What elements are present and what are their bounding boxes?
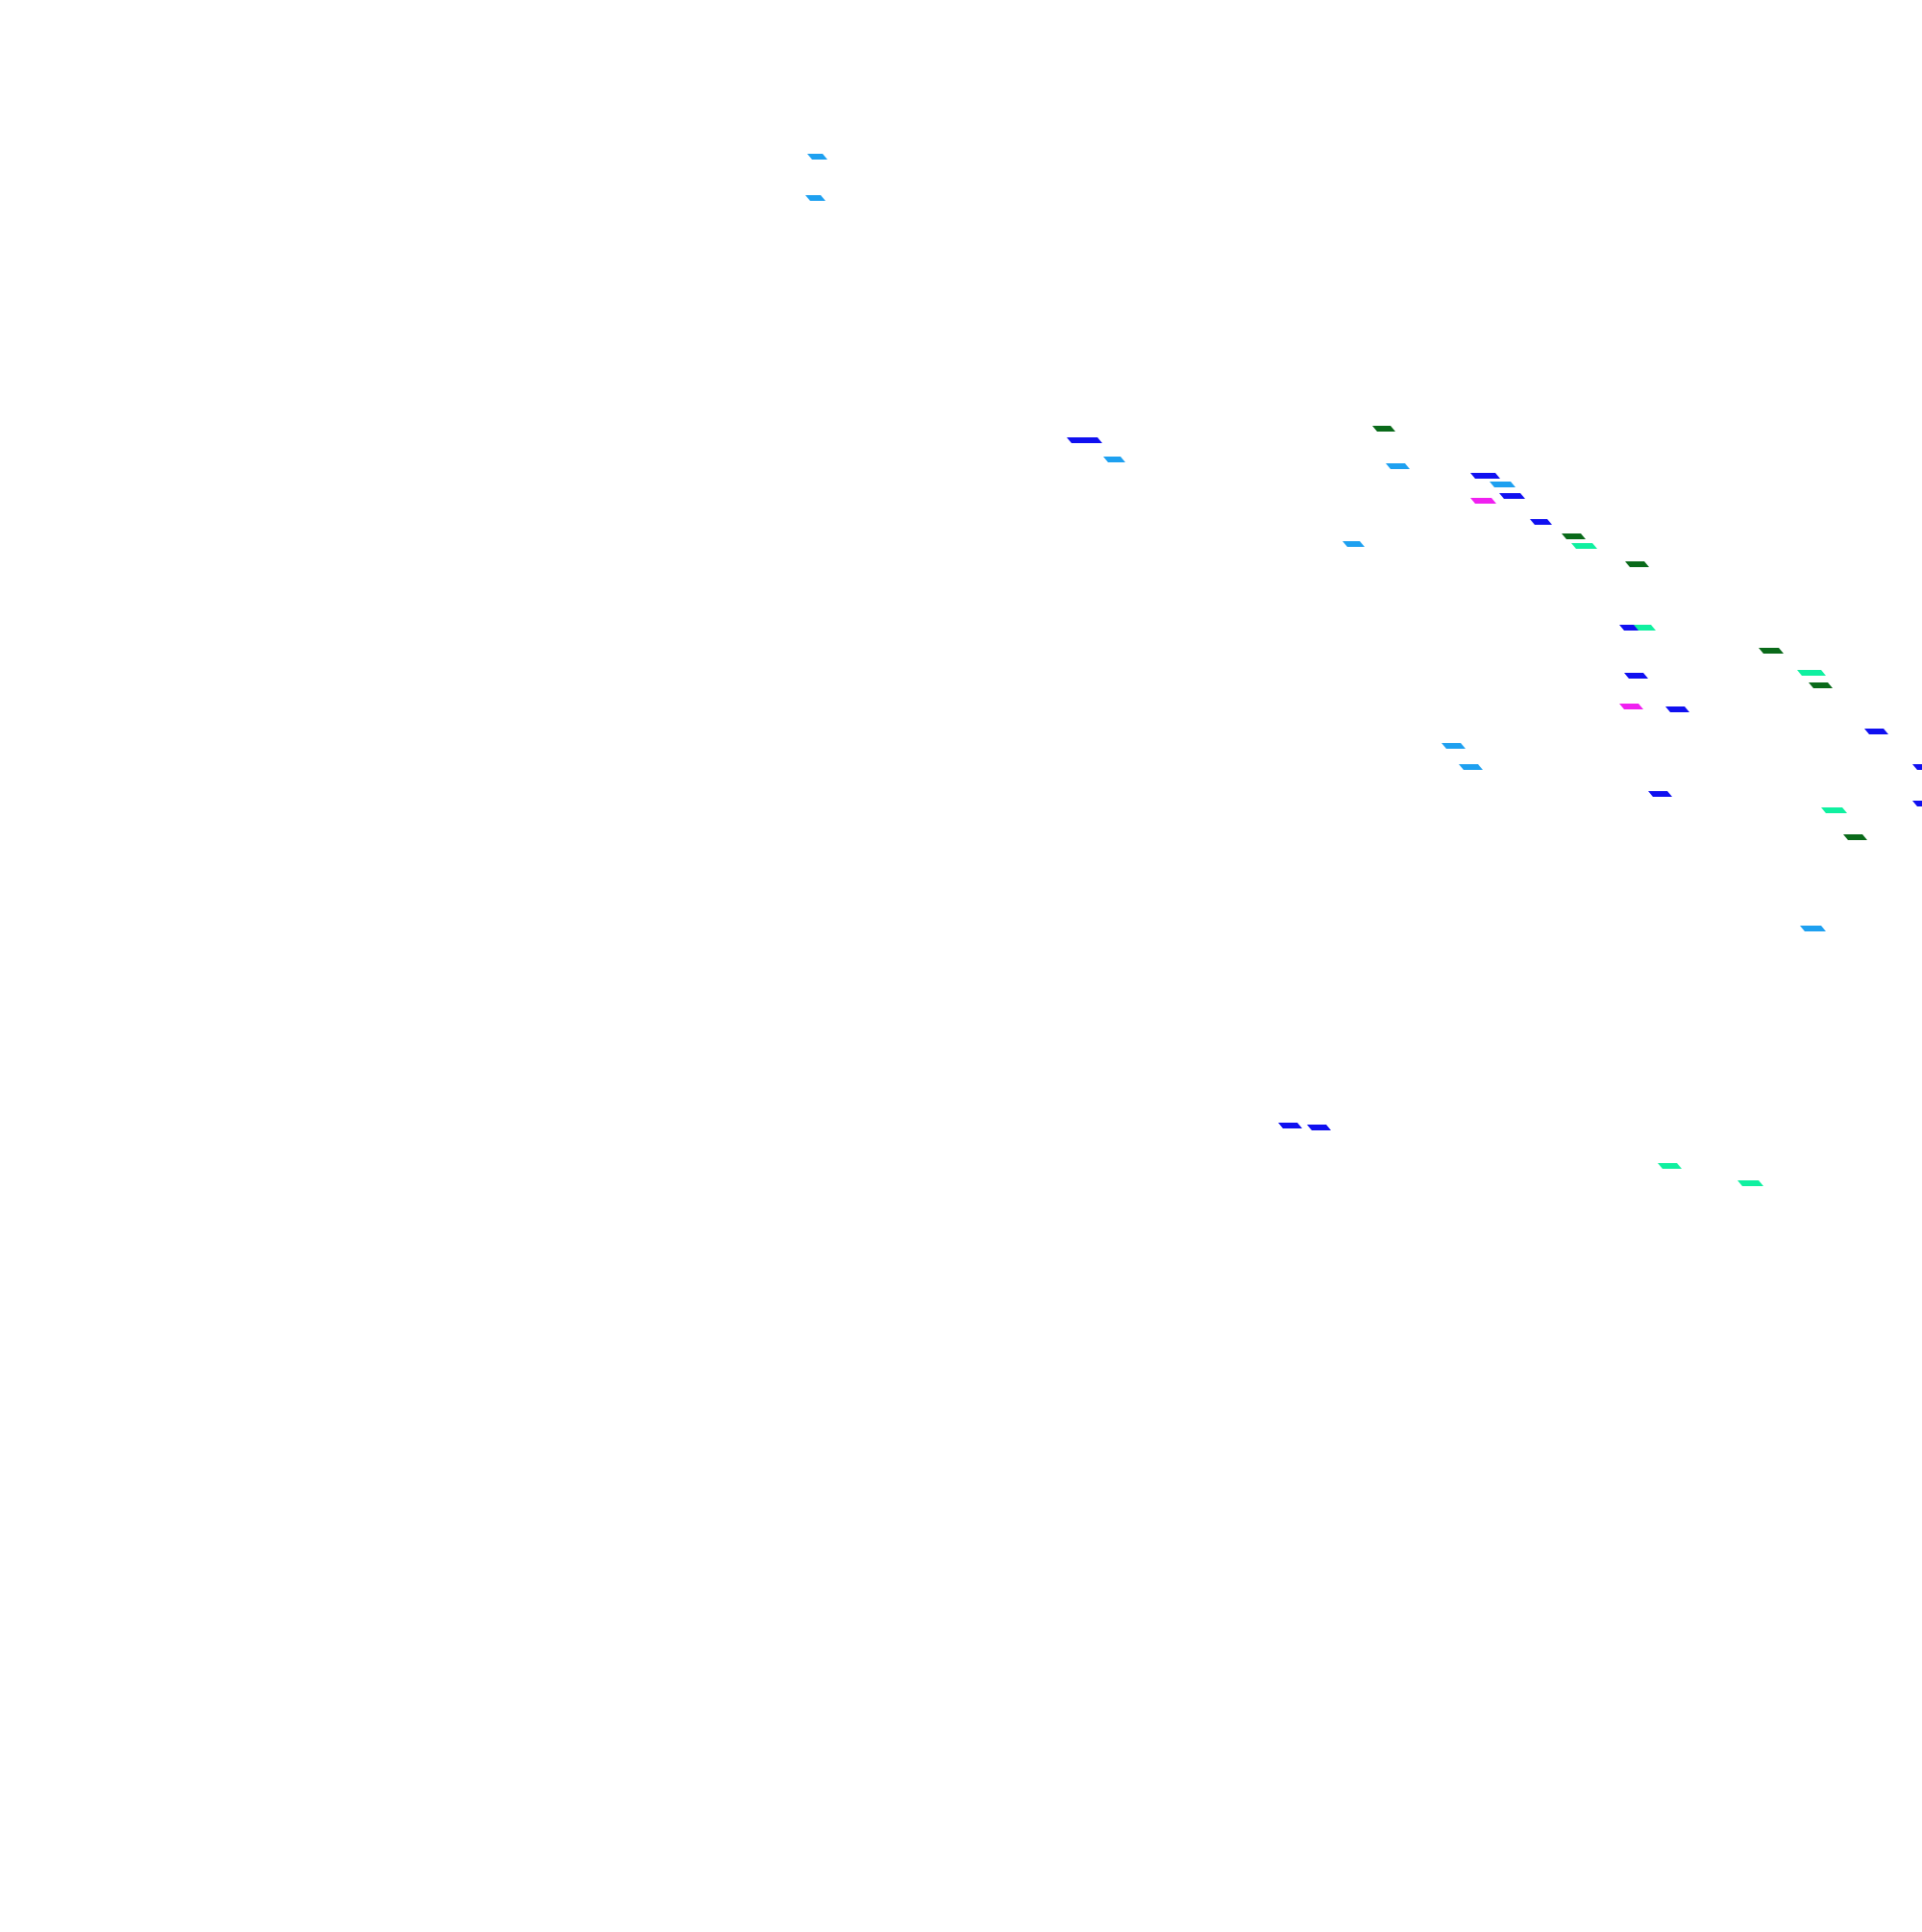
- scatter-mark: [1624, 673, 1648, 679]
- scatter-mark: [1737, 1180, 1763, 1186]
- scatter-mark: [1625, 561, 1649, 567]
- scatter-mark: [1912, 801, 1922, 806]
- scatter-mark: [1530, 519, 1552, 525]
- scatter-mark: [1470, 498, 1496, 504]
- scatter-mark: [1658, 1163, 1682, 1169]
- scatter-mark: [1372, 426, 1395, 432]
- scatter-mark: [1665, 706, 1689, 712]
- scatter-mark: [1759, 648, 1784, 654]
- scatter-mark: [1278, 1123, 1302, 1128]
- marks-layer: [805, 154, 1922, 1186]
- scatter-mark: [1912, 764, 1922, 770]
- scatter-mark: [1648, 791, 1672, 797]
- scatter-mark: [1797, 670, 1826, 676]
- scatter-mark: [1386, 463, 1410, 469]
- scatter-mark: [1470, 473, 1500, 479]
- scatter-mark: [1634, 625, 1656, 631]
- scatter-mark: [805, 195, 825, 201]
- scatter-mark: [1562, 533, 1586, 539]
- scatter-mark: [1343, 541, 1365, 547]
- scatter-mark: [1800, 926, 1826, 931]
- scatter-mark: [1843, 834, 1867, 840]
- scatter-mark: [1307, 1125, 1331, 1130]
- scatter-mark: [1103, 457, 1125, 462]
- scatter-mark: [1821, 807, 1847, 813]
- scatter-mark: [1809, 682, 1833, 688]
- scatter-mark: [1864, 729, 1888, 734]
- scatter-mark: [1619, 704, 1643, 709]
- scatter-mark: [1499, 493, 1525, 499]
- scatter-mark: [807, 154, 827, 160]
- scatter-mark: [1571, 543, 1597, 549]
- scatter-mark: [1442, 743, 1466, 749]
- scatter-mark: [1490, 482, 1515, 487]
- scatter-mark: [1459, 764, 1483, 770]
- scatter-mark: [1067, 437, 1102, 443]
